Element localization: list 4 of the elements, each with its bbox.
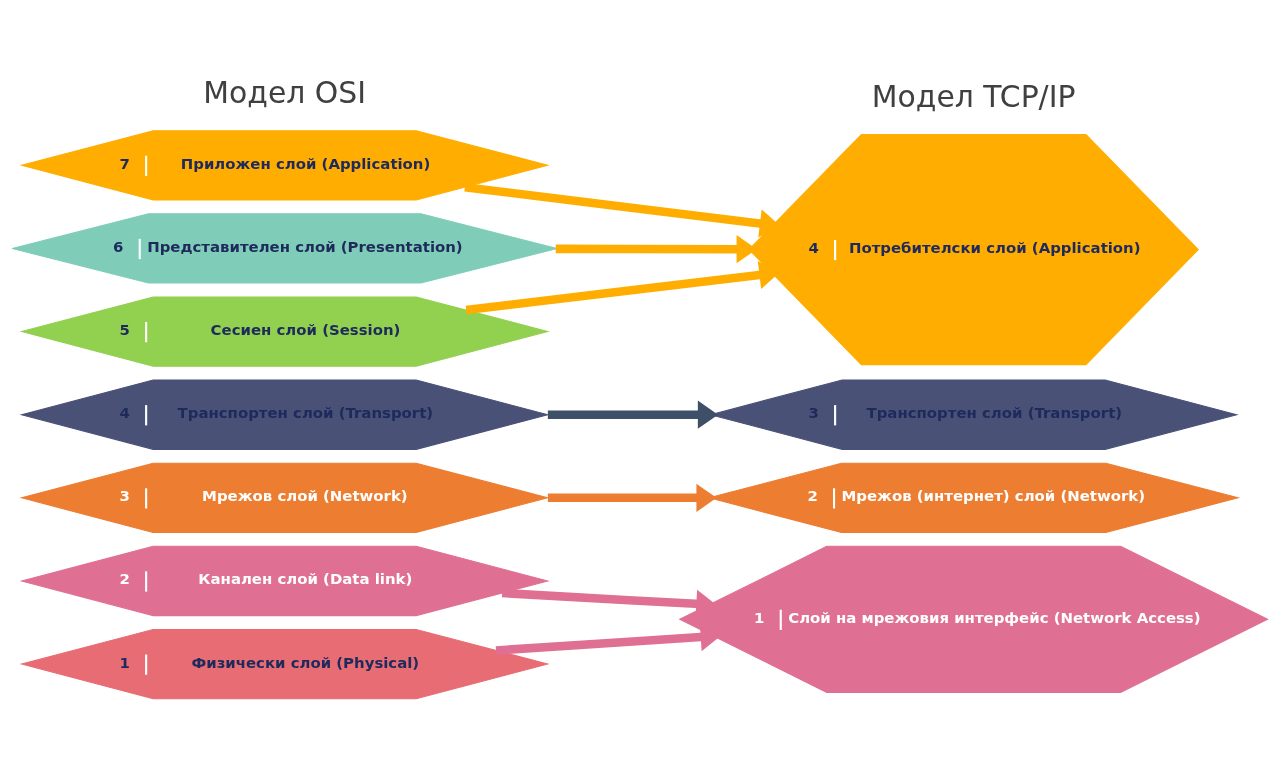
label: Модел OSI — [203, 75, 367, 111]
label: Модел TCP/IP — [871, 78, 1076, 114]
arrow — [547, 400, 719, 429]
arrow — [547, 483, 717, 512]
